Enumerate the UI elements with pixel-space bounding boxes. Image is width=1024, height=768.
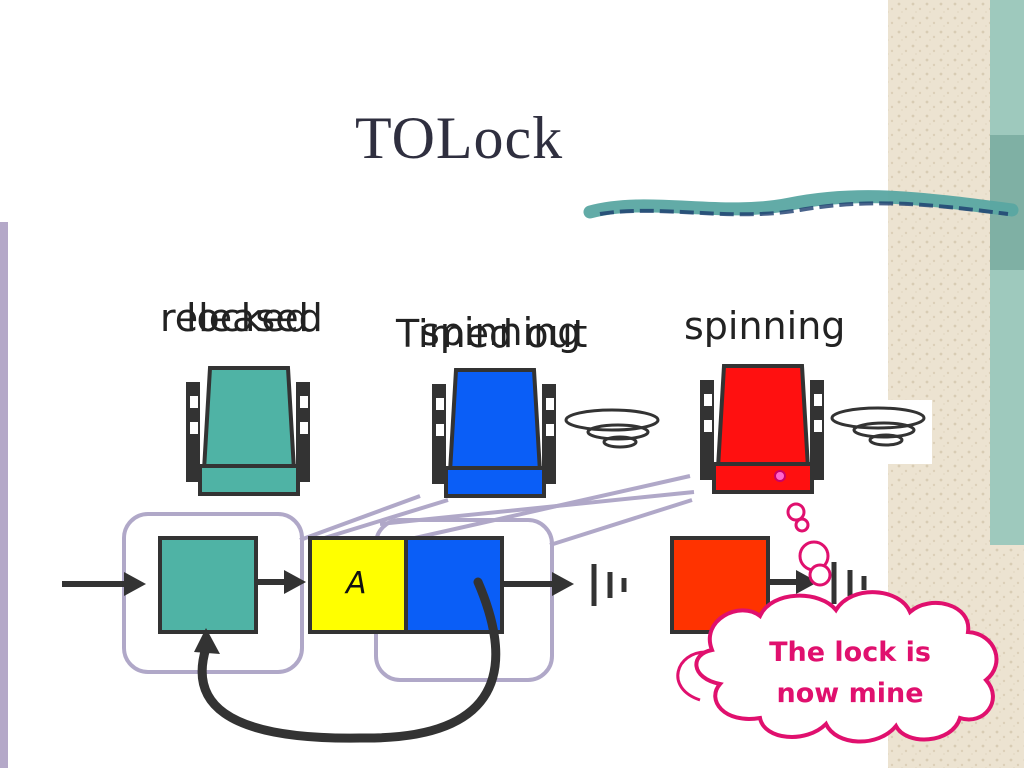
spinning-swirl-icon — [564, 408, 660, 449]
teal-side-strip — [990, 0, 1024, 545]
left-edge-bar — [0, 222, 8, 768]
label-released: released — [160, 296, 323, 340]
thought-bubble-icon — [676, 502, 999, 744]
brush-stroke — [583, 190, 1019, 219]
node-a-label: A — [346, 566, 367, 601]
arrow-icon — [62, 572, 146, 596]
label-locked: locked — [186, 296, 309, 340]
arrow-icon — [194, 628, 220, 654]
ground-icon — [591, 564, 627, 606]
bubble-line-1: The lock is — [769, 637, 931, 668]
label-spinning-right: spinning — [684, 304, 846, 348]
spinning-swirl-icon — [830, 406, 926, 447]
back-pointer — [197, 577, 501, 743]
node-a — [308, 536, 408, 634]
pointer-lines — [299, 474, 695, 547]
chair-icon — [700, 364, 824, 494]
swirl-backdrop — [826, 400, 932, 464]
ground-icon — [831, 562, 867, 604]
chair-icon — [186, 366, 310, 496]
chair-icon — [432, 368, 556, 498]
label-spinning-middle: spinning — [420, 310, 582, 354]
node-released — [158, 536, 258, 634]
label-timed-out: Timed out — [396, 312, 588, 356]
node-timed-out — [404, 536, 504, 634]
thought-bubble-text: The lock is now mine — [740, 632, 960, 714]
slide-title: TOLock — [355, 105, 564, 171]
bubble-line-2: now mine — [776, 678, 924, 709]
